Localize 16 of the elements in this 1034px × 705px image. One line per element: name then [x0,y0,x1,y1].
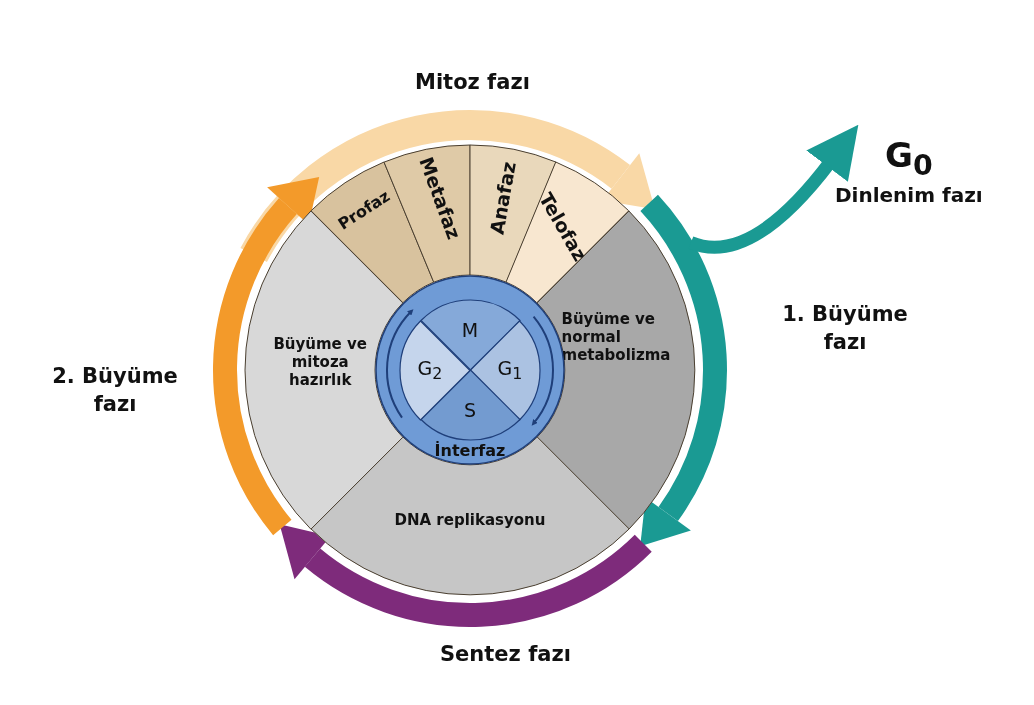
phase-letter: G$_{1}$ [497,356,523,384]
phase-caption: Mitoz fazı [415,69,530,96]
phase-symbol: G$_{0}$ [884,135,934,183]
phase-caption: 2. Büyüme fazı [51,363,179,419]
phase-name: Anafaz [485,160,521,237]
phase-description: Büyüme ve normal metabolizma [561,309,672,364]
phase-caption: 1. Büyüme fazı [781,301,909,357]
ring-label: İnterfaz [434,441,506,461]
phase-letter: S [463,398,476,422]
phase-description: Büyüme ve mitoza hazırlık [272,335,368,390]
phase-letter: M [461,318,479,342]
phase-caption: Sentez fazı [440,641,571,668]
phase-description: DNA replikasyonu [394,511,546,529]
phase-name: Dinlenim fazı [835,182,983,207]
interphase-sector [310,437,630,595]
phase-letter: G$_{2}$ [417,356,443,384]
